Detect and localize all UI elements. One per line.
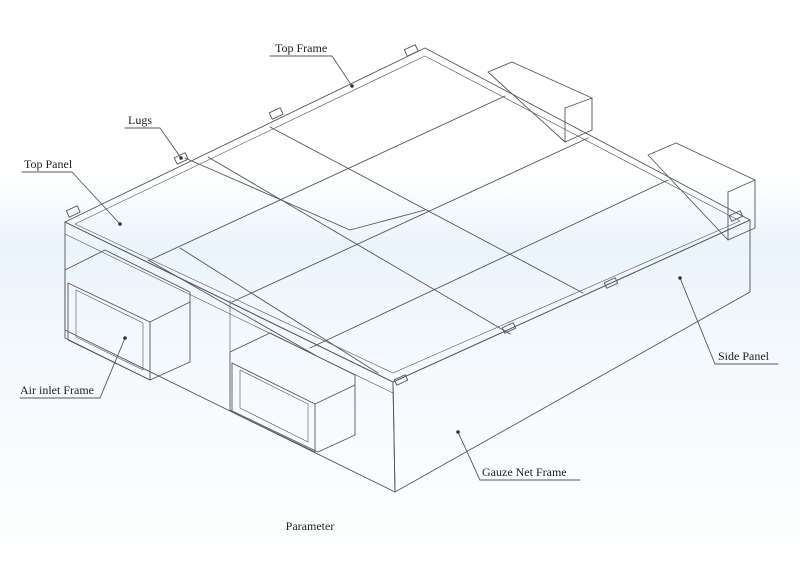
lug-4 [403,44,419,57]
lug-5 [393,374,409,386]
grid-line-b2 [231,137,589,303]
air-inlet-duct-2 [229,332,356,453]
air-inlet-1-inner [75,289,144,371]
air-inlet-2-inner [239,369,309,443]
lug-3 [268,107,284,120]
label-top-panel: Top Panel [24,157,73,171]
caption-parameter: Parameter [285,519,335,533]
dot-gauze-net [456,430,460,434]
label-side-panel: Side Panel [718,349,770,363]
dot-top-frame [350,84,354,88]
grid-line-a2 [269,126,584,294]
rear-duct-2 [647,142,756,241]
top-frame-rim [74,55,741,374]
dot-lugs [179,156,183,160]
lug-8 [728,210,744,222]
rear-duct-1-edge2 [564,97,593,109]
leader-top-panel [21,171,121,225]
label-lugs: Lugs [128,113,152,127]
leader-side-panel [679,277,779,365]
grid-line-a1 [207,156,511,335]
rear-duct-1 [487,61,593,143]
lug-7 [603,277,619,289]
air-inlet-1-edge [149,301,191,323]
air-inlet-1-opening [67,282,151,381]
leader-air-inlet [19,337,126,399]
grid-line-b4 [184,157,351,231]
leader-lugs [124,127,182,159]
dot-top-panel [118,222,122,226]
dot-air-inlet [123,336,127,340]
label-top-frame: Top Frame [275,41,327,55]
air-inlet-2-edge [314,384,356,405]
lug-1 [65,205,81,218]
rear-duct-2-edge2 [727,179,756,193]
label-gauze-net-frame: Gauze Net Frame [482,465,567,479]
leader-top-frame [269,55,353,87]
grid-line-b1 [149,95,506,261]
air-inlet-2-opening [231,362,316,453]
grid-line-a4 [179,247,379,374]
leader-gauze-net [457,431,581,481]
side-face [392,219,751,493]
lug-2 [173,152,189,165]
lug-6 [501,322,517,334]
grid-line-b3 [309,179,669,349]
grid-line-b5 [349,209,426,231]
label-air-inlet-frame: Air inlet Frame [20,383,94,397]
dot-side-panel [678,276,682,280]
air-inlet-duct-1 [64,249,191,381]
